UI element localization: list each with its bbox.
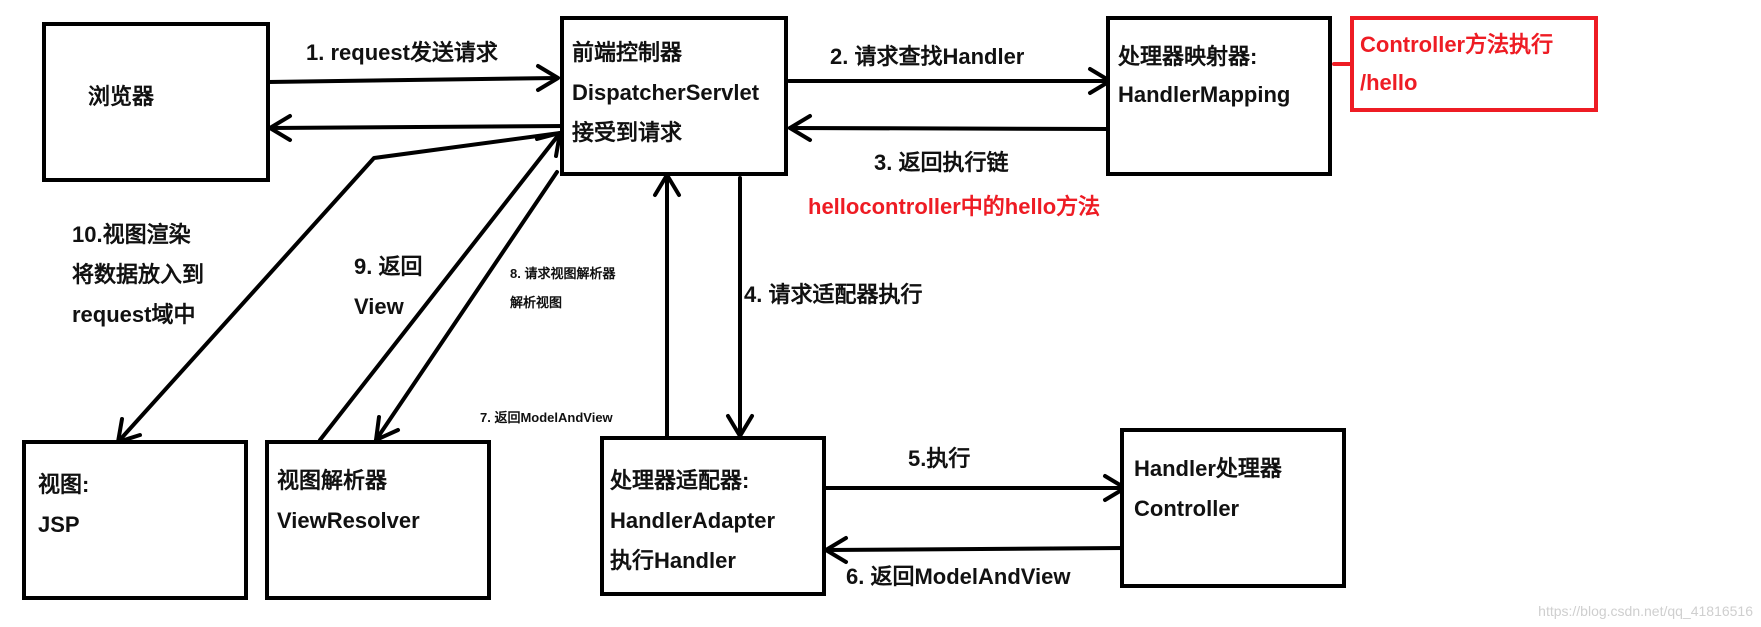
arrow-step6-head: [824, 536, 848, 564]
browser-label: 浏览器: [88, 84, 155, 109]
step5-label: 5.执行: [908, 446, 971, 471]
step10-label-line3: request域中: [72, 302, 196, 327]
handler-mapping-box: 处理器映射器: HandlerMapping: [1106, 16, 1332, 176]
handler-adapter-label-line1: 处理器适配器:: [610, 468, 750, 493]
step2-label: 2. 请求查找Handler: [830, 44, 1025, 69]
step10-label-line2: 将数据放入到: [72, 262, 205, 287]
step1-label: 1. request发送请求: [306, 40, 498, 65]
arrow-step1: [266, 76, 559, 84]
arrow-step3-head: [788, 114, 812, 142]
controller-note-box: Controller方法执行 /hello: [1350, 16, 1598, 112]
note-label-line2: /hello: [1360, 70, 1418, 95]
jsp-label-line1: 视图:: [38, 472, 90, 497]
arrow-return-browser-head: [268, 114, 292, 142]
view-resolver-label-line2: ViewResolver: [277, 508, 420, 533]
handler-adapter-label-line3: 执行Handler: [610, 548, 736, 573]
dispatcher-label-line1: 前端控制器: [572, 40, 683, 65]
watermark-text: https://blog.csdn.net/qq_41816516: [1538, 603, 1753, 619]
arrow-step1-head: [536, 64, 560, 92]
controller-label-line1: Handler处理器: [1134, 456, 1282, 481]
step9-label-line1: 9. 返回: [354, 254, 423, 279]
dispatcher-label-line3: 接受到请求: [572, 120, 683, 145]
note-label-line1: Controller方法执行: [1360, 32, 1554, 57]
step9-label-line2: View: [354, 294, 404, 319]
controller-box: Handler处理器 Controller: [1120, 428, 1346, 588]
step6-label: 6. 返回ModelAndView: [846, 564, 1071, 589]
dispatcher-label-line2: DispatcherServlet: [572, 80, 760, 105]
dispatcher-servlet-box: 前端控制器 DispatcherServlet 接受到请求: [560, 16, 788, 176]
arrow-return-browser: [268, 124, 568, 130]
step3-note: hellocontroller中的hello方法: [808, 194, 1101, 219]
step4-label: 4. 请求适配器执行: [744, 282, 923, 307]
handler-mapping-label-line1: 处理器映射器:: [1118, 44, 1258, 69]
jsp-view-box: 视图: JSP: [22, 440, 248, 600]
arrow-step9: [318, 131, 562, 442]
arrow-step6: [824, 546, 1127, 552]
step7-label: 7. 返回ModelAndView: [480, 410, 613, 425]
arrow-step3: [788, 126, 1112, 131]
controller-label-line2: Controller: [1134, 496, 1240, 521]
step10-label-line1: 10.视图渲染: [72, 222, 191, 247]
jsp-label-line2: JSP: [38, 512, 80, 537]
arrow-step10: [116, 131, 562, 444]
handler-mapping-label-line2: HandlerMapping: [1118, 82, 1291, 107]
view-resolver-label-line1: 视图解析器: [277, 468, 388, 493]
step8-label-line1: 8. 请求视图解析器: [510, 266, 616, 281]
step3-label: 3. 返回执行链: [874, 150, 1009, 175]
step8-label-line2: 解析视图: [510, 295, 563, 310]
handler-adapter-label-line2: HandlerAdapter: [610, 508, 776, 533]
browser-box: 浏览器: [42, 22, 270, 182]
handler-adapter-box: 处理器适配器: HandlerAdapter 执行Handler: [600, 436, 826, 596]
view-resolver-box: 视图解析器 ViewResolver: [265, 440, 491, 600]
arrow-step8: [374, 170, 559, 442]
